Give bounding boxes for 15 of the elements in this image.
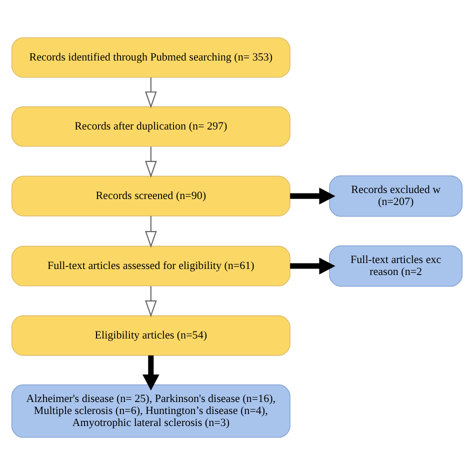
- node-box: Records identified through Pubmed searching (n= 353): [11, 36, 290, 78]
- arrow: [142, 354, 160, 390]
- node-box: Records excluded w (n=207): [329, 174, 463, 216]
- arrow: [290, 257, 336, 274]
- node-box: Full-text articles exc reason (n=2: [329, 244, 463, 286]
- node-box: Full-text articles assessed for eligibility (n=61): [11, 245, 290, 286]
- arrow: [144, 76, 157, 108]
- node-box: Eligibility articles (n=54): [11, 314, 290, 356]
- node-box: Records after duplication (n= 297): [11, 106, 290, 146]
- arrow: [144, 215, 157, 248]
- arrow: [144, 146, 157, 178]
- arrow: [144, 286, 157, 317]
- node-box: Records screened (n=90): [11, 175, 290, 216]
- arrow: [290, 187, 336, 204]
- node-box: Alzheimer's disease (n= 25), Parkinson's disease (n=16), Multiple sclerosis (n=6), Huntington’s disease (n=4), Amyotrophic lateral sclerosis (n=3): [11, 384, 290, 438]
